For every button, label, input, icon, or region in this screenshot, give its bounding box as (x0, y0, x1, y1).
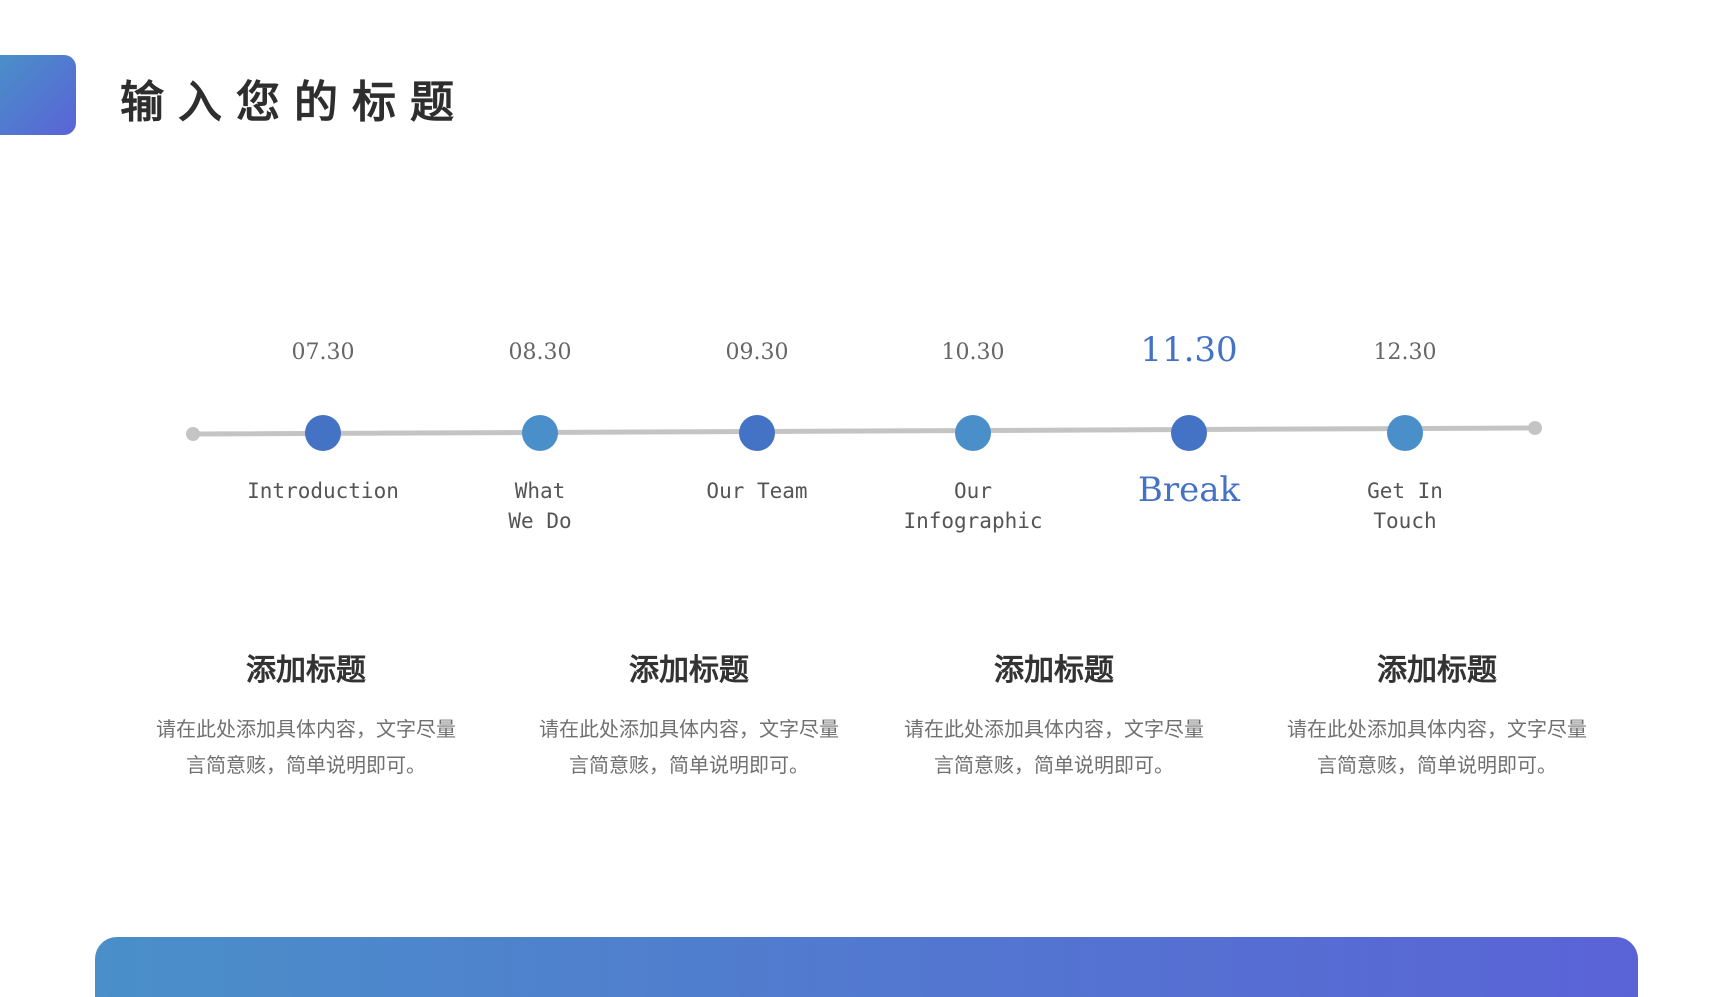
timeline-date: 09.30 (725, 340, 789, 365)
timeline-start-dot (186, 427, 200, 441)
timeline-label: Break (1137, 470, 1241, 510)
timeline-dot (1387, 415, 1423, 451)
bottom-accent-bar (95, 937, 1638, 997)
card-text: 请在此处添加具体内容，文字尽量言简意赅，简单说明即可。 (1287, 717, 1587, 777)
timeline-date: 12.30 (1373, 340, 1437, 365)
card-text: 请在此处添加具体内容，文字尽量言简意赅，简单说明即可。 (904, 717, 1204, 777)
card-text: 请在此处添加具体内容，文字尽量言简意赅，简单说明即可。 (539, 717, 839, 777)
timeline-date: 11.30 (1140, 330, 1238, 370)
timeline-dot (305, 415, 341, 451)
timeline-label: What We Do (508, 479, 572, 533)
card-title: 添加标题 (246, 653, 366, 688)
page-title: 输入您的标题 (120, 77, 468, 128)
card-2: 添加标题 请在此处添加具体内容，文字尽量言简意赅，简单说明即可。 (519, 645, 859, 783)
timeline-label: Our Team (706, 479, 808, 503)
timeline (186, 415, 1542, 451)
card-title: 添加标题 (1377, 653, 1497, 688)
card-title: 添加标题 (629, 653, 749, 688)
timeline-label: Get In Touch (1367, 479, 1443, 533)
card-title: 添加标题 (994, 653, 1114, 688)
card-text: 请在此处添加具体内容，文字尽量言简意赅，简单说明即可。 (156, 717, 456, 777)
card-3: 添加标题 请在此处添加具体内容，文字尽量言简意赅，简单说明即可。 (884, 645, 1224, 783)
timeline-dot (1171, 415, 1207, 451)
timeline-line (190, 425, 1538, 437)
timeline-dot (955, 415, 991, 451)
timeline-label: Introduction (247, 479, 399, 503)
card-4: 添加标题 请在此处添加具体内容，文字尽量言简意赅，简单说明即可。 (1267, 645, 1607, 783)
timeline-dot (739, 415, 775, 451)
timeline-date: 10.30 (941, 340, 1005, 365)
corner-accent-tab (0, 55, 76, 135)
timeline-label: Our Infographic (903, 479, 1043, 533)
timeline-dot (522, 415, 558, 451)
timeline-date: 07.30 (291, 340, 355, 365)
card-1: 添加标题 请在此处添加具体内容，文字尽量言简意赅，简单说明即可。 (136, 645, 476, 783)
timeline-date: 08.30 (508, 340, 572, 365)
timeline-end-dot (1528, 421, 1542, 435)
